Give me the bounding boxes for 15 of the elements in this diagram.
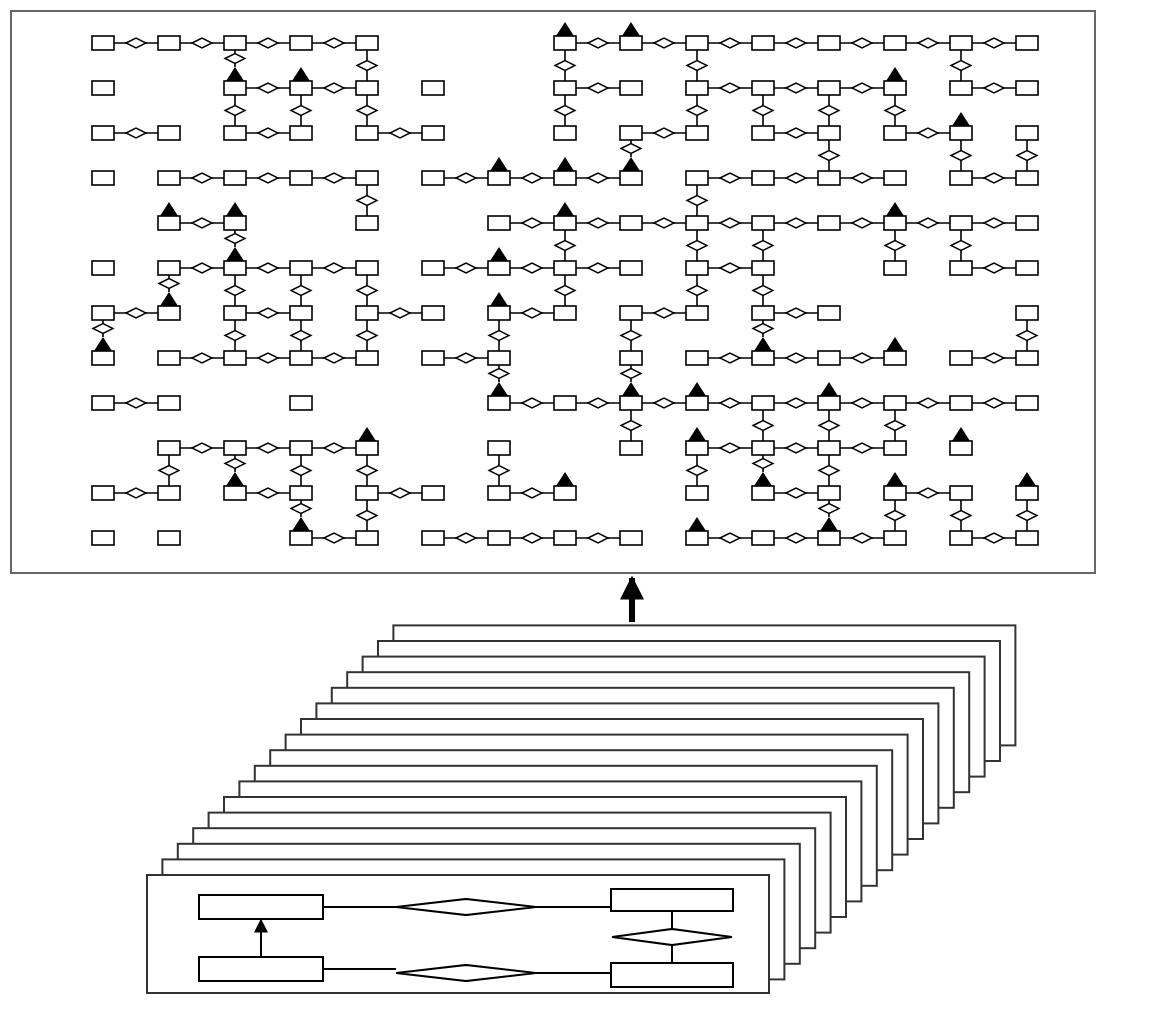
entity-box — [610, 888, 734, 912]
arrow — [620, 575, 644, 622]
connector-line — [535, 972, 611, 974]
diagram-panel — [10, 10, 1096, 574]
relationship-diamond — [612, 928, 732, 946]
entity-box — [610, 962, 734, 988]
entity-box — [198, 956, 324, 982]
connector-line — [535, 906, 611, 908]
connector-line — [323, 906, 397, 908]
connector-line — [671, 911, 673, 929]
connector-line — [323, 968, 397, 970]
connector-line — [671, 945, 673, 963]
arrow — [254, 918, 268, 957]
relationship-diamond — [396, 898, 536, 916]
entity-box — [198, 894, 324, 920]
